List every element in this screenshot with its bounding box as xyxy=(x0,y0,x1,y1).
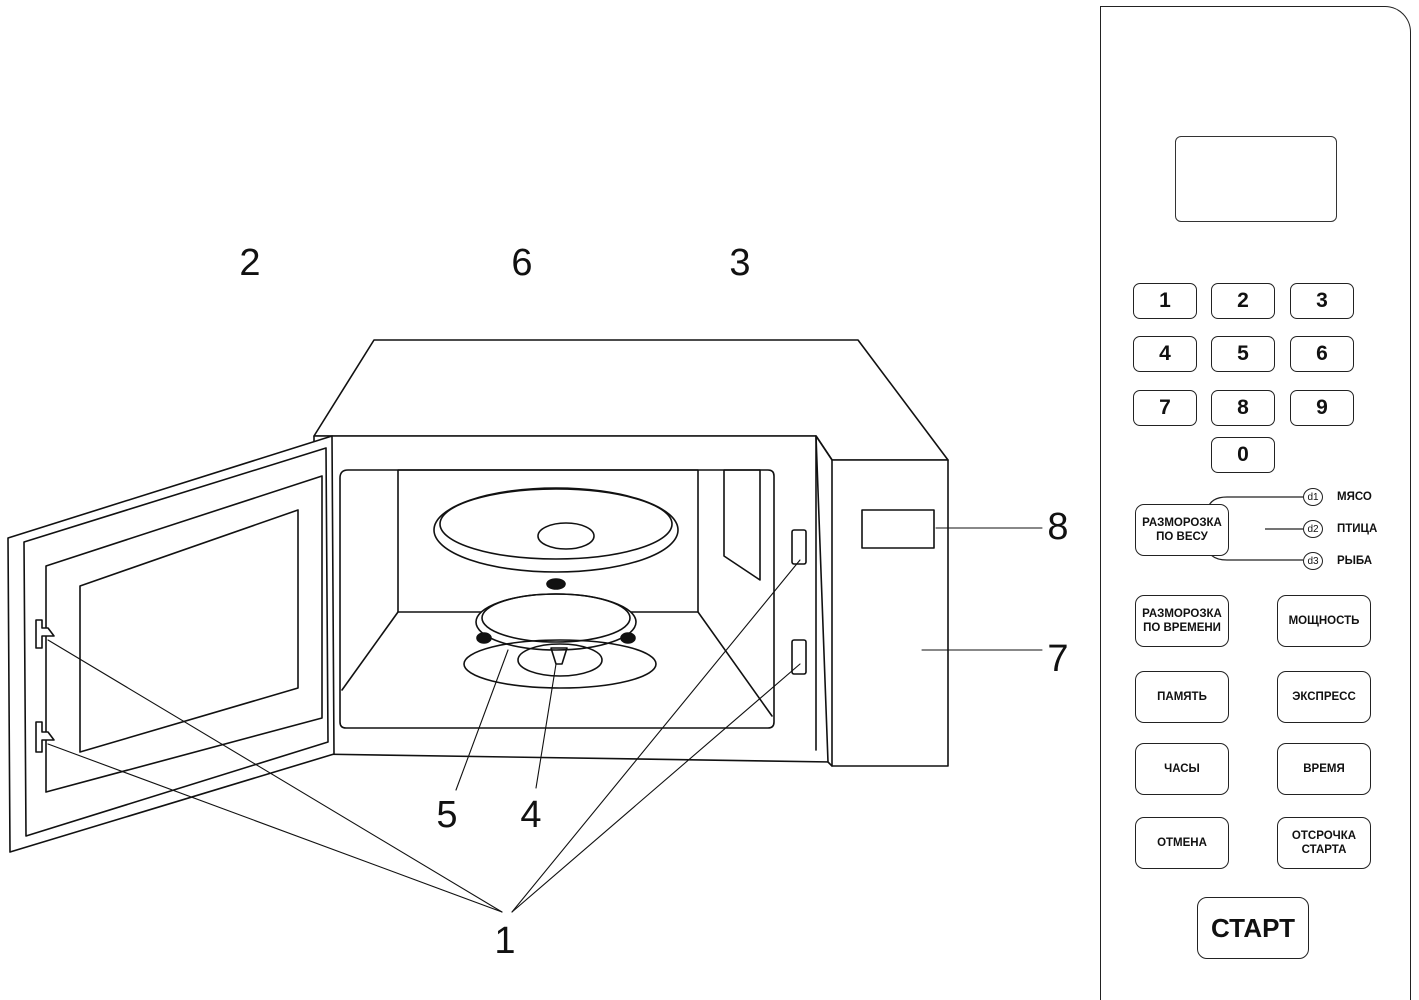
interlock-slot-upper xyxy=(791,529,807,565)
key-8[interactable]: 8 xyxy=(1211,390,1275,426)
leader-lines xyxy=(47,527,1043,913)
key-5[interactable]: 5 xyxy=(1211,336,1275,372)
turntable-base xyxy=(463,639,657,689)
key-1[interactable]: 1 xyxy=(1133,283,1197,319)
d1-chip: d1 xyxy=(1303,488,1323,506)
cabinet-control-face xyxy=(815,435,949,767)
express-button[interactable]: ЭКСПРЕСС xyxy=(1277,671,1371,723)
d1-label: МЯСО xyxy=(1337,491,1372,503)
start-button[interactable]: СТАРТ xyxy=(1197,897,1309,959)
interlock-slot-lower xyxy=(791,639,807,675)
key-4[interactable]: 4 xyxy=(1133,336,1197,372)
control-panel: 1 2 3 4 5 6 7 8 9 0 РАЗМОРОЗКА ПО ВЕСУ d… xyxy=(1100,6,1411,1000)
cancel-button[interactable]: ОТМЕНА xyxy=(1135,817,1229,869)
key-0[interactable]: 0 xyxy=(1211,437,1275,473)
d3-label: РЫБА xyxy=(1337,555,1373,567)
d2-label: ПТИЦА xyxy=(1337,523,1378,535)
cabinet-display xyxy=(861,509,935,549)
callout-2: 2 xyxy=(239,242,261,284)
waveguide-cover xyxy=(723,469,761,581)
time-button[interactable]: ВРЕМЯ xyxy=(1277,743,1371,795)
key-6[interactable]: 6 xyxy=(1290,336,1354,372)
memory-button[interactable]: ПАМЯТЬ xyxy=(1135,671,1229,723)
d2-chip: d2 xyxy=(1303,520,1323,538)
key-3[interactable]: 3 xyxy=(1290,283,1354,319)
glass-tray xyxy=(433,487,679,573)
defrost-time-button[interactable]: РАЗМОРОЗКА ПО ВРЕМЕНИ xyxy=(1135,595,1229,647)
tray-spacer xyxy=(546,578,566,590)
defrost-weight-button[interactable]: РАЗМОРОЗКА ПО ВЕСУ xyxy=(1135,504,1229,556)
callout-1: 1 xyxy=(494,920,516,962)
power-button[interactable]: МОЩНОСТЬ xyxy=(1277,595,1371,647)
delay-start-button[interactable]: ОТСРОЧКА СТАРТА xyxy=(1277,817,1371,869)
d3-chip: d3 xyxy=(1303,552,1323,570)
door-latch-lower xyxy=(35,721,55,753)
key-2[interactable]: 2 xyxy=(1211,283,1275,319)
door-window xyxy=(79,509,299,753)
callout-3: 3 xyxy=(729,242,751,284)
door-latch-upper xyxy=(35,619,55,649)
door-outer xyxy=(7,435,335,853)
panel-display xyxy=(1175,136,1337,222)
key-7[interactable]: 7 xyxy=(1133,390,1197,426)
callout-5: 5 xyxy=(436,794,458,836)
callout-6: 6 xyxy=(511,242,533,284)
key-9[interactable]: 9 xyxy=(1290,390,1354,426)
microwave-diagram xyxy=(7,339,1043,913)
callout-4: 4 xyxy=(520,794,542,836)
clock-button[interactable]: ЧАСЫ xyxy=(1135,743,1229,795)
callout-7: 7 xyxy=(1047,638,1069,680)
callout-8: 8 xyxy=(1047,506,1069,548)
